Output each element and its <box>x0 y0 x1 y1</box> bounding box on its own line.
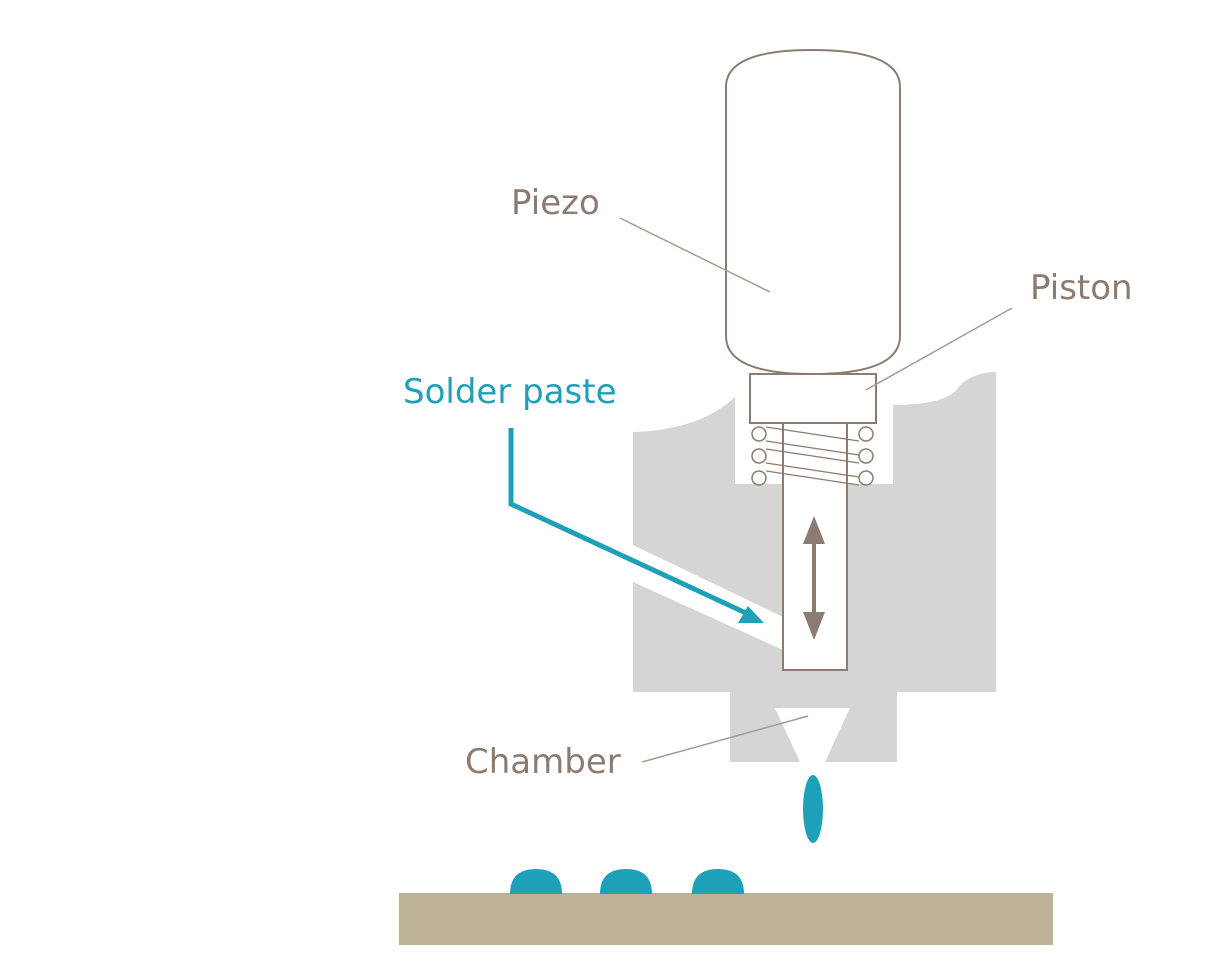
piston-head <box>749 373 877 424</box>
deposited-dot <box>510 869 562 894</box>
solder-paste-flow-arrow <box>508 428 764 623</box>
ejected-droplet <box>803 775 823 843</box>
spring <box>751 426 874 486</box>
substrate-board <box>399 893 1053 945</box>
piezo-label: Piezo <box>511 183 600 223</box>
piston-label: Piston <box>1030 268 1133 308</box>
spring-coil <box>751 448 767 464</box>
spring-coil <box>858 470 874 486</box>
spring-coil <box>751 470 767 486</box>
deposited-dot <box>692 869 744 894</box>
deposited-dot <box>600 869 652 894</box>
housing-body <box>633 372 996 762</box>
piezo-leader-line <box>619 217 771 293</box>
stroke-direction-arrow <box>803 516 825 640</box>
piezo-actuator <box>725 48 901 376</box>
spring-coil <box>858 426 874 442</box>
piston-leader-line <box>865 307 1013 391</box>
solder-paste-label: Solder paste <box>403 372 617 412</box>
spring-coil <box>858 448 874 464</box>
chamber-leader-line <box>641 715 809 763</box>
chamber-label: Chamber <box>465 742 621 782</box>
spring-coil <box>751 426 767 442</box>
